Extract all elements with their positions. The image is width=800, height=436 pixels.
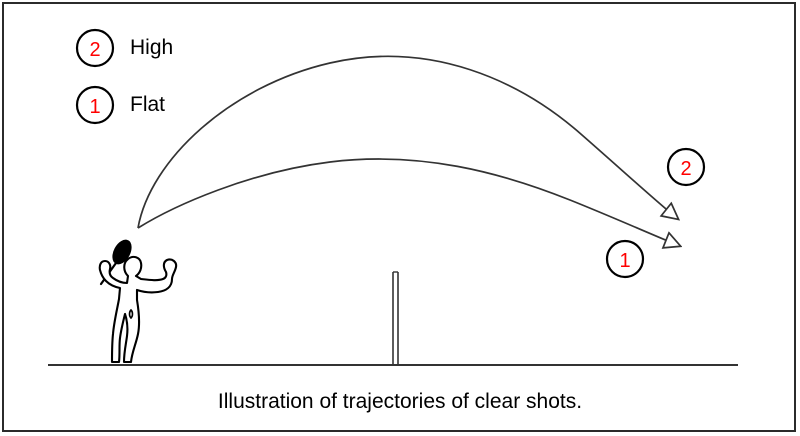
flat-trajectory-marker: 1 (605, 239, 645, 279)
legend-circle-flat (75, 85, 115, 125)
player-body-outline (98, 255, 178, 364)
figure-caption: Illustration of trajectories of clear sh… (217, 390, 583, 413)
legend-number-flat: 1 (89, 96, 100, 118)
marker-circle-flat (605, 239, 645, 279)
marker-number-high: 2 (680, 158, 691, 180)
legend-label-flat: Flat (130, 93, 166, 116)
marker-circle-high (666, 147, 706, 187)
marker-number-flat: 1 (619, 250, 630, 272)
legend-circle-high (75, 28, 115, 68)
player-silhouette (98, 239, 178, 364)
net-post (392, 271, 399, 365)
legend-marker-flat: 1 (75, 85, 115, 125)
player-knee-detail (128, 308, 134, 320)
trajectory-curve-high (137, 55, 678, 229)
high-trajectory-marker: 2 (666, 147, 706, 187)
trajectory-curve-flat (137, 158, 680, 246)
legend-label-high: High (130, 36, 174, 59)
legend-marker-high: 2 (75, 28, 115, 68)
legend-number-high: 2 (89, 39, 100, 61)
